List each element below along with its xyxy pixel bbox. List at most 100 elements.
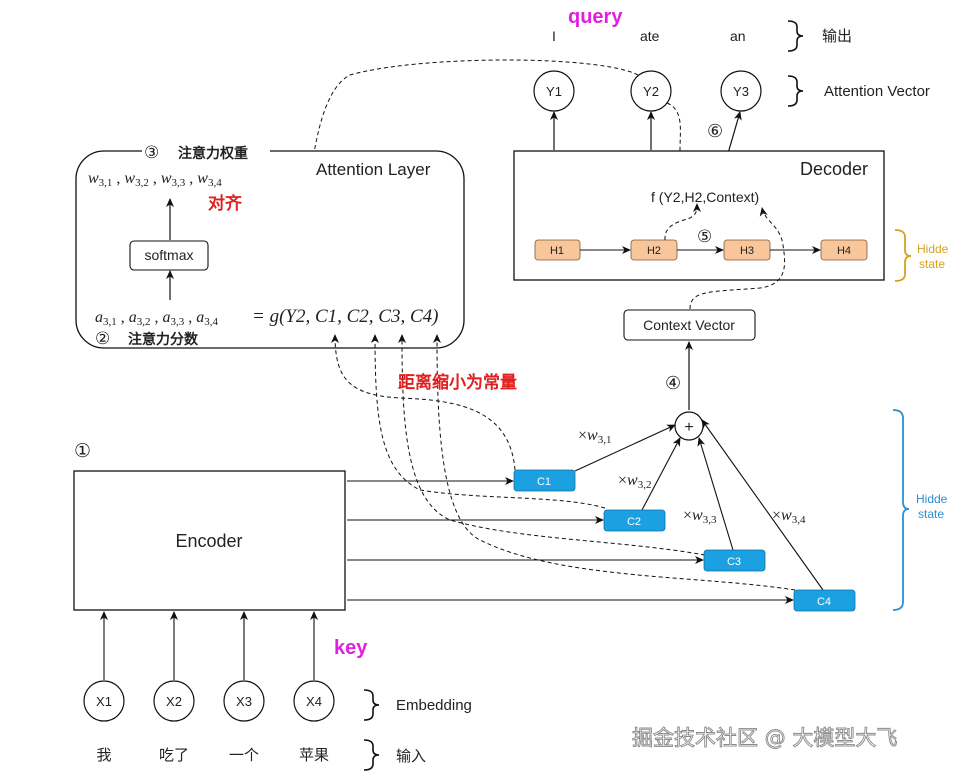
step1-marker: ① (74, 441, 91, 462)
sum-node: + (674, 411, 704, 441)
arrow-c2-to-sum (641, 437, 681, 511)
output-word-1: I (552, 28, 556, 44)
align-label: 对齐 (208, 193, 243, 214)
svg-text:H4: H4 (837, 245, 851, 257)
step3-marker: ③ (144, 143, 159, 162)
svg-text:H3: H3 (740, 245, 754, 257)
svg-text:X2: X2 (166, 694, 182, 709)
context-node-c3: C3 (703, 549, 766, 572)
arrow-c1-to-sum (574, 424, 676, 472)
arrow-c3-to-sum (697, 437, 734, 551)
hidden-node-h4: H4 (820, 239, 868, 261)
svg-text:Y1: Y1 (546, 84, 562, 99)
svg-text:×w3,3: ×w3,3 (683, 507, 717, 526)
svg-text:Y3: Y3 (733, 84, 749, 99)
weight-label-1: ×w3,1 (578, 427, 611, 446)
context-node-c2: C2 (603, 509, 666, 532)
hidden-node-h1: H1 (534, 239, 581, 261)
input-word-1: 我 (96, 746, 111, 764)
input-word-2: 吃了 (159, 746, 189, 764)
decoder-hidden-label-1: Hidde (917, 242, 949, 256)
output-group-label: 输出 (822, 27, 852, 45)
decoder-function: f (Y2,H2,Context) (651, 189, 759, 205)
context-node-c1: C1 (513, 469, 576, 492)
x-node-3: X3 (223, 680, 265, 722)
svg-text:a3,1 , a3,2 , a3,3 , a3,4: a3,1 , a3,2 , a3,3 , a3,4 (95, 309, 219, 328)
encoder-box: Encoder (73, 470, 346, 611)
svg-text:softmax: softmax (144, 247, 193, 263)
svg-text:H1: H1 (550, 245, 564, 257)
step2-marker: ② (95, 329, 110, 348)
dashed-y2-to-f (666, 102, 681, 181)
encoder-title: Encoder (175, 531, 242, 551)
step5-marker: ⑤ (697, 227, 712, 246)
context-node-c4: C4 (793, 589, 856, 612)
decoder: Decoder f (Y2,H2,Context) ⑤ H1 H2 H3 H4 (513, 150, 885, 310)
dashed-c3-to-score (398, 334, 706, 556)
x-node-4: X4 (293, 680, 335, 722)
svg-text:C1: C1 (537, 476, 551, 488)
step4-marker: ④ (665, 373, 681, 393)
svg-text:+: + (684, 419, 693, 436)
y-node-2: Y2 (630, 70, 672, 112)
query-label: query (568, 6, 623, 28)
attention-layer-title: Attention Layer (316, 160, 431, 179)
weight-label-3: ×w3,3 (683, 507, 717, 526)
attention-weights: w3,1 , w3,2 , w3,3 , w3,4 (88, 170, 222, 189)
watermark: 掘金技术社区 @ 大模型大飞 (632, 726, 897, 750)
svg-text:×w3,1: ×w3,1 (578, 427, 611, 446)
svg-text:×w3,2: ×w3,2 (618, 472, 651, 491)
step3-label: 注意力权重 (178, 145, 248, 162)
svg-text:C2: C2 (627, 516, 641, 528)
svg-text:X4: X4 (306, 694, 322, 709)
embedding-label: Embedding (396, 697, 472, 714)
dashed-c1-to-score (331, 334, 516, 471)
output-word-2: ate (640, 28, 660, 44)
svg-text:Context Vector: Context Vector (643, 317, 735, 333)
weight-label-2: ×w3,2 (618, 472, 651, 491)
softmax-box: softmax (129, 240, 209, 271)
svg-text:w3,1 , w3,2 , w3,3 , w3,4: w3,1 , w3,2 , w3,3 , w3,4 (88, 170, 222, 189)
svg-text:X3: X3 (236, 694, 252, 709)
decoder-hidden-label-2: state (919, 257, 945, 271)
decoder-title: Decoder (800, 159, 868, 179)
context-vector-box: Context Vector (623, 309, 756, 341)
attention-vector-brace (787, 75, 804, 107)
dashed-c2-to-score (371, 334, 606, 509)
dashed-h2-to-f (664, 203, 701, 241)
y-node-3: Y3 (720, 70, 762, 112)
hidden-node-h2: H2 (630, 239, 678, 261)
score-function: = g(Y2, C1, C2, C3, C4) (252, 306, 438, 327)
step2-label: 注意力分数 (128, 331, 199, 348)
attention-layer: Attention Layer ③ 注意力权重 w3,1 , w3,2 , w3… (75, 143, 465, 349)
attention-scores: a3,1 , a3,2 , a3,3 , a3,4 (95, 309, 219, 328)
output-word-3: an (730, 28, 746, 44)
encoder-hidden-label-2: state (918, 507, 944, 521)
input-word-4: 苹果 (299, 746, 329, 764)
distance-note: 距离缩小为常量 (398, 372, 517, 393)
weight-label-4: ×w3,4 (772, 507, 806, 526)
svg-text:X1: X1 (96, 694, 112, 709)
svg-text:H2: H2 (647, 245, 661, 257)
x-node-1: X1 (83, 680, 125, 722)
embedding-brace (363, 689, 380, 721)
hidden-node-h3: H3 (723, 239, 771, 261)
svg-text:Y2: Y2 (643, 84, 659, 99)
y-node-1: Y1 (533, 70, 575, 112)
input-word-3: 一个 (229, 746, 259, 764)
dashed-c4-to-score (433, 334, 796, 591)
dashed-context-to-f (689, 207, 786, 310)
step6-marker: ⑥ (707, 121, 723, 141)
x-node-2: X2 (153, 680, 195, 722)
decoder-hidden-brace (894, 229, 912, 282)
svg-text:C4: C4 (817, 596, 831, 608)
encoder-hidden-label-1: Hidde (916, 492, 948, 506)
svg-text:×w3,4: ×w3,4 (772, 507, 806, 526)
attention-vector-label: Attention Vector (824, 83, 930, 100)
output-brace (787, 20, 804, 52)
input-group-label: 输入 (396, 747, 426, 765)
arrow-c4-to-sum (701, 419, 824, 591)
encoder-hidden-brace (892, 409, 910, 611)
svg-text:C3: C3 (727, 556, 741, 568)
